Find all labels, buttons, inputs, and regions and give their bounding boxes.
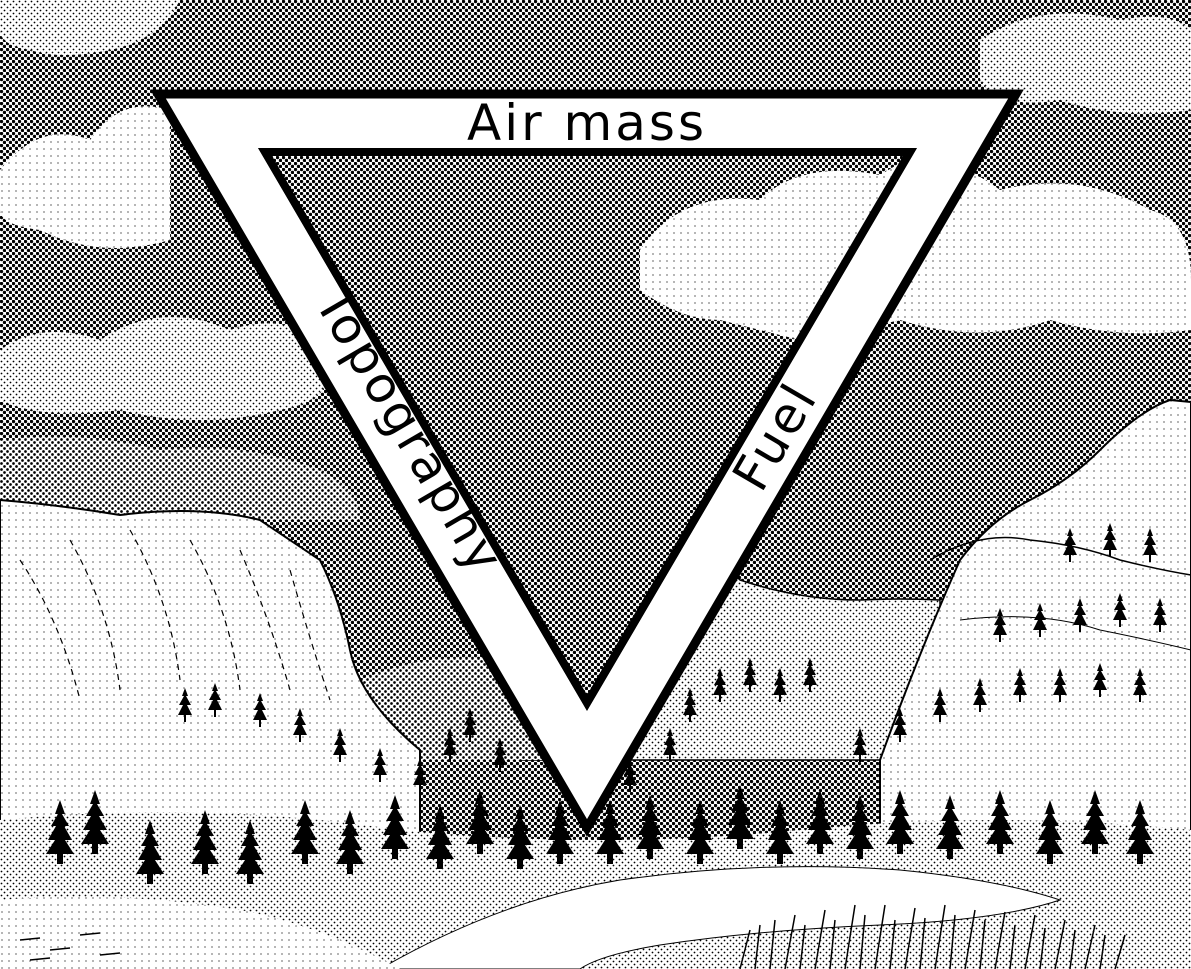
label-air-mass: Air mass xyxy=(467,94,707,152)
